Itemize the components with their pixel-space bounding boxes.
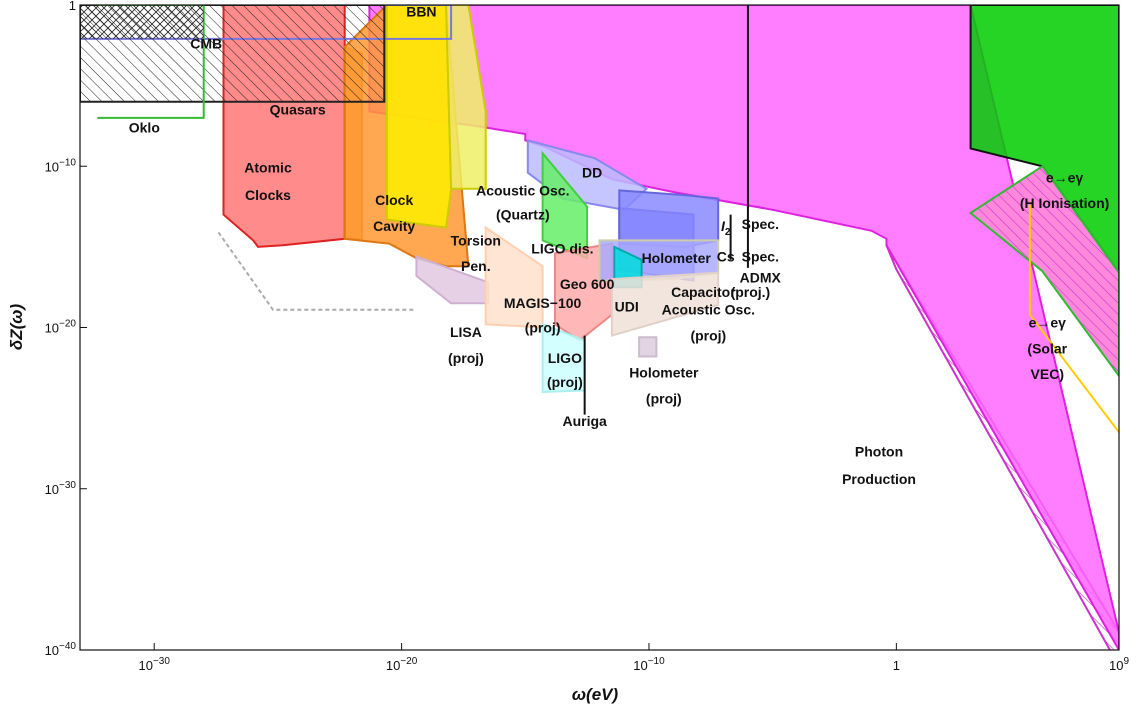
annotation-label: Torsion (451, 232, 501, 248)
annotation-label: (proj) (525, 319, 561, 335)
annotation-label: Holometer (629, 364, 699, 380)
annotation-label: (H Ionisation) (1020, 195, 1109, 211)
annotation-label: (Solar (1027, 340, 1067, 356)
region-lisa (415, 255, 490, 305)
y-tick-label: 10−30 (45, 480, 77, 497)
annotation-label: Cs (717, 248, 735, 264)
x-tick-label: 109 (1109, 656, 1129, 673)
annotation-label: ADMX (740, 269, 782, 285)
annotation-label: Photon (855, 444, 903, 460)
x-axis-label: ω(eV) (572, 685, 619, 704)
annotation-label: Cavity (373, 218, 415, 234)
y-tick-label: 10−40 (45, 641, 77, 658)
annotation-label: Acoustic Osc. (662, 302, 755, 318)
region-oklo-outline (97, 5, 205, 119)
annotation-label: Holometer (642, 250, 712, 266)
annotation-label: (proj.) (731, 284, 771, 300)
x-tick-label: 1 (893, 658, 900, 673)
region-solar-vec-line-outline (1028, 204, 1119, 433)
y-tick-label: 10−20 (45, 319, 77, 336)
annotation-label: (proj) (690, 327, 726, 343)
region-acoustic-osc-proj (610, 271, 720, 337)
x-tick-label: 10−30 (138, 656, 170, 673)
region-cmb-bbn-crosshatch (80, 5, 204, 39)
x-axis-ticks: 10−30 10−20 10−10 1 109 (138, 643, 1129, 673)
annotation-label: Spec. (742, 248, 779, 264)
annotation-label: MAGIS−100 (504, 295, 582, 311)
annotation-label: Quasars (270, 102, 326, 118)
y-axis-label: δZ(ω) (7, 304, 26, 351)
x-tick-label: 10−10 (633, 656, 665, 673)
lines (583, 5, 749, 415)
annotation-label: Geo 600 (560, 276, 615, 292)
annotation-label: BBN (406, 3, 436, 19)
region-torsion-pendulum (385, 5, 453, 229)
annotation-label: Spec. (742, 216, 779, 232)
annotation-label: LISA (450, 324, 482, 340)
annotation-label: Clocks (245, 187, 291, 203)
annotation-label: Clock (375, 192, 413, 208)
region-lisa-dashed-outline (217, 231, 417, 311)
annotation-label: Pen. (461, 258, 491, 274)
annotation-label: Auriga (562, 413, 607, 429)
region-holometer-proj (638, 336, 658, 358)
annotation-label: Acoustic Osc. (476, 182, 569, 198)
annotation-label: VEC) (1031, 366, 1064, 382)
x-tick-label: 10−20 (386, 656, 418, 673)
y-tick-label: 10−10 (45, 157, 77, 174)
annotation-label: (proj) (646, 390, 682, 406)
annotation-label: Production (842, 471, 916, 487)
annotation-label: (proj) (547, 374, 583, 390)
region-holometer-upper (618, 189, 720, 248)
regions (80, 5, 1119, 650)
annotation-label: Capacitor (671, 284, 736, 300)
annotation-label: Atomic (244, 160, 292, 176)
region-acoustic-quartz (445, 5, 487, 190)
annotation-label: (Quartz) (496, 206, 550, 222)
annotation-label: e→eγ (1029, 315, 1067, 331)
annotation-label: DD (582, 165, 602, 181)
y-tick-label: 1 (69, 0, 76, 13)
annotation-label: UDI (615, 298, 639, 314)
annotation-label: CMB (190, 36, 222, 52)
annotation-label: e→eγ (1046, 169, 1084, 185)
annotation-label: LIGO (548, 350, 582, 366)
annotation-label: LIGO dis. (531, 240, 593, 256)
annotation-label: Oklo (129, 119, 160, 135)
annotation-label: (proj) (448, 350, 484, 366)
annotation-label: I2 (721, 218, 731, 238)
